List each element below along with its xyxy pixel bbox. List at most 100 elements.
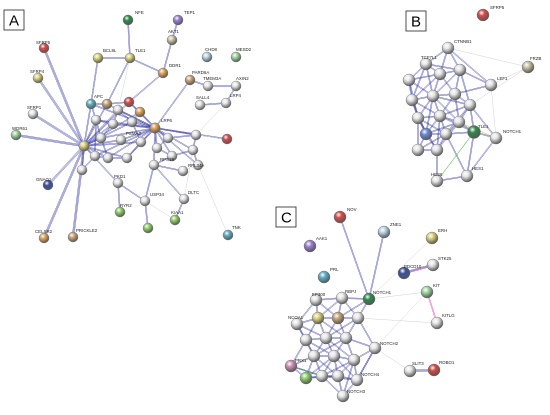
- node-B-frzb[interactable]: [521, 60, 535, 74]
- node-C-robo1[interactable]: [427, 363, 441, 377]
- node-A-chd8[interactable]: [201, 51, 213, 63]
- node-A-a4[interactable]: [126, 116, 138, 128]
- node-C-zne1[interactable]: [377, 225, 391, 239]
- node-B-b5[interactable]: [426, 89, 440, 103]
- node-A-ctnnb1[interactable]: [101, 98, 113, 110]
- node-B-ctnnb1[interactable]: [441, 41, 455, 55]
- node-A-a8[interactable]: [89, 150, 101, 162]
- node-C-notch3[interactable]: [336, 389, 350, 403]
- node-A-tep1[interactable]: [172, 14, 184, 26]
- node-A-mdm1[interactable]: [221, 133, 233, 145]
- node-A-axin2[interactable]: [230, 80, 242, 92]
- node-C-nov[interactable]: [333, 210, 347, 224]
- node-B-b1[interactable]: [402, 73, 416, 87]
- node-C-c10[interactable]: [315, 369, 329, 383]
- node-A-p1[interactable]: [142, 222, 154, 234]
- node-A-a15[interactable]: [192, 159, 204, 171]
- node-A-rpl34a[interactable]: [177, 165, 189, 177]
- node-B-b13[interactable]: [430, 143, 444, 157]
- node-C-c4[interactable]: [299, 333, 313, 347]
- node-B-b3[interactable]: [453, 63, 467, 77]
- node-C-kit[interactable]: [420, 285, 434, 299]
- node-C-aak1[interactable]: [303, 239, 317, 253]
- node-C-kitlg[interactable]: [430, 316, 444, 330]
- node-A-a7[interactable]: [121, 152, 133, 164]
- node-A-tmem3a[interactable]: [202, 80, 214, 92]
- node-B-b11[interactable]: [419, 127, 433, 141]
- node-C-prl[interactable]: [317, 270, 331, 284]
- node-A-fzd[interactable]: [78, 140, 90, 152]
- node-A-a17[interactable]: [76, 164, 88, 176]
- node-B-b14[interactable]: [411, 143, 425, 157]
- node-A-a1[interactable]: [90, 114, 102, 126]
- node-C-c11[interactable]: [331, 369, 345, 383]
- node-A-ddr1[interactable]: [157, 67, 169, 79]
- node-A-mesd2[interactable]: [230, 51, 242, 63]
- node-A-nfe[interactable]: [122, 14, 134, 26]
- node-C-ncoa1[interactable]: [290, 317, 304, 331]
- node-B-notch1[interactable]: [489, 131, 503, 145]
- node-A-a6[interactable]: [102, 152, 114, 164]
- node-A-tle1[interactable]: [124, 52, 136, 64]
- node-A-pkd1[interactable]: [112, 177, 124, 189]
- node-A-a10[interactable]: [112, 104, 124, 116]
- node-A-a3[interactable]: [95, 132, 107, 144]
- node-A-sfrp1[interactable]: [27, 108, 39, 120]
- node-B-b4[interactable]: [405, 93, 419, 107]
- node-A-wdr61[interactable]: [10, 129, 22, 141]
- node-A-a11[interactable]: [151, 142, 163, 154]
- node-B-b9[interactable]: [433, 109, 447, 123]
- node-A-prickle2[interactable]: [67, 231, 79, 243]
- node-A-sall4[interactable]: [194, 99, 206, 111]
- node-A-a14[interactable]: [187, 144, 199, 156]
- node-A-lrp6[interactable]: [149, 122, 161, 134]
- node-C-c5[interactable]: [319, 331, 333, 345]
- node-C-ep300[interactable]: [309, 293, 323, 307]
- node-B-tle1[interactable]: [467, 125, 481, 139]
- node-B-b12[interactable]: [439, 127, 453, 141]
- node-A-a13[interactable]: [162, 132, 174, 144]
- node-A-rps19[interactable]: [148, 159, 160, 171]
- node-B-b7[interactable]: [463, 98, 477, 112]
- node-C-c2[interactable]: [331, 311, 345, 325]
- node-A-kiaa1[interactable]: [169, 214, 181, 226]
- node-A-a5[interactable]: [135, 136, 147, 148]
- node-B-tcf7l1[interactable]: [419, 57, 433, 71]
- node-A-akt1[interactable]: [166, 34, 178, 46]
- node-C-slit3[interactable]: [403, 364, 417, 378]
- node-C-stk25[interactable]: [426, 258, 440, 272]
- node-B-lef1[interactable]: [484, 78, 498, 92]
- node-A-a9[interactable]: [134, 106, 146, 118]
- node-C-notch1[interactable]: [362, 292, 376, 306]
- node-A-ryr2[interactable]: [114, 206, 126, 218]
- node-C-prx1[interactable]: [284, 359, 298, 373]
- node-B-b8[interactable]: [411, 111, 425, 125]
- node-A-a16[interactable]: [190, 129, 202, 141]
- node-C-c6[interactable]: [339, 331, 353, 345]
- node-A-pard6a[interactable]: [184, 74, 196, 86]
- node-C-pdcd10[interactable]: [397, 266, 411, 280]
- node-C-c12[interactable]: [299, 371, 313, 385]
- node-A-a12[interactable]: [166, 150, 178, 162]
- node-B-sfrp5[interactable]: [476, 8, 490, 22]
- node-B-hes6[interactable]: [430, 174, 444, 188]
- node-A-sfrp4[interactable]: [32, 72, 44, 84]
- node-C-rbpj[interactable]: [335, 291, 349, 305]
- node-C-c9[interactable]: [347, 353, 361, 367]
- node-A-usp34[interactable]: [139, 195, 151, 207]
- node-A-sfrp5[interactable]: [38, 42, 50, 54]
- node-B-b10[interactable]: [452, 115, 466, 129]
- node-C-c1[interactable]: [311, 311, 325, 325]
- node-A-bcl9l[interactable]: [92, 52, 104, 64]
- node-A-psma2[interactable]: [115, 134, 127, 146]
- node-A-lrp4[interactable]: [220, 97, 232, 109]
- node-A-a2[interactable]: [107, 118, 119, 130]
- node-A-apc[interactable]: [85, 98, 97, 110]
- node-A-celsr2[interactable]: [38, 232, 50, 244]
- node-C-notch2[interactable]: [368, 341, 382, 355]
- node-B-b2[interactable]: [433, 67, 447, 81]
- node-C-c8[interactable]: [327, 349, 341, 363]
- node-C-notch4[interactable]: [350, 373, 364, 387]
- node-B-b6[interactable]: [448, 87, 462, 101]
- node-C-erh[interactable]: [425, 231, 439, 245]
